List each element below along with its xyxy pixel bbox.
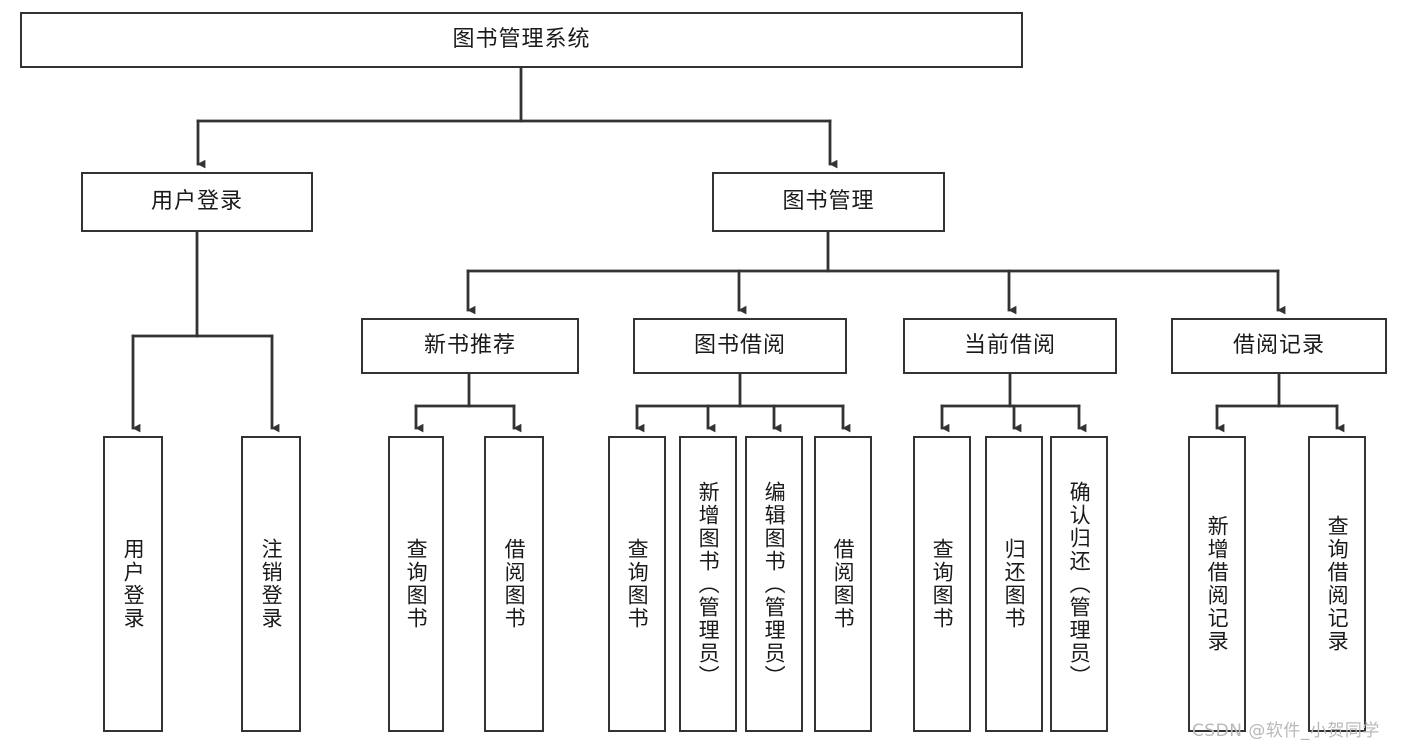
node-label: 确认归还（管理员） — [1067, 480, 1092, 688]
node-label: 借阅记录 — [1232, 332, 1325, 358]
node-leaf-borrow-book-2[interactable]: 借阅图书 — [814, 436, 872, 732]
node-label: 图书借阅 — [693, 332, 786, 358]
node-new-book-recommend[interactable]: 新书推荐 — [361, 318, 579, 374]
node-label: 借阅图书 — [831, 538, 856, 630]
node-label: 用户登录 — [121, 538, 146, 630]
node-book-management-system[interactable]: 图书管理系统 — [20, 12, 1023, 68]
node-leaf-query-book-1[interactable]: 查询图书 — [388, 436, 444, 732]
node-label: 查询图书 — [404, 538, 429, 630]
node-current-borrow[interactable]: 当前借阅 — [903, 318, 1117, 374]
node-user-login[interactable]: 用户登录 — [81, 172, 313, 232]
node-label: 查询图书 — [625, 538, 650, 630]
node-label: 查询借阅记录 — [1325, 515, 1350, 653]
node-leaf-logout-login[interactable]: 注销登录 — [241, 436, 301, 732]
node-leaf-add-borrow-record[interactable]: 新增借阅记录 — [1188, 436, 1246, 732]
node-leaf-query-book-2[interactable]: 查询图书 — [608, 436, 666, 732]
node-label: 借阅图书 — [502, 538, 527, 630]
node-label: 归还图书 — [1002, 538, 1027, 630]
node-leaf-query-book-3[interactable]: 查询图书 — [913, 436, 971, 732]
node-leaf-add-book-admin[interactable]: 新增图书（管理员） — [679, 436, 737, 732]
node-label: 注销登录 — [259, 538, 284, 630]
node-label: 当前借阅 — [963, 332, 1056, 358]
csdn-watermark: CSDN @软件_小贺同学 — [1192, 721, 1380, 741]
node-leaf-confirm-return-admin[interactable]: 确认归还（管理员） — [1050, 436, 1108, 732]
node-label: 用户登录 — [150, 188, 243, 214]
node-leaf-return-book[interactable]: 归还图书 — [985, 436, 1043, 732]
node-label: 新增借阅记录 — [1205, 515, 1230, 653]
node-borrow-record[interactable]: 借阅记录 — [1171, 318, 1387, 374]
node-label: 新增图书（管理员） — [696, 480, 721, 688]
node-book-management[interactable]: 图书管理 — [712, 172, 945, 232]
node-label: 查询图书 — [930, 538, 955, 630]
node-leaf-query-borrow-record[interactable]: 查询借阅记录 — [1308, 436, 1366, 732]
node-leaf-user-login[interactable]: 用户登录 — [103, 436, 163, 732]
node-leaf-edit-book-admin[interactable]: 编辑图书（管理员） — [745, 436, 803, 732]
node-label: 图书管理系统 — [452, 26, 591, 52]
node-book-borrow[interactable]: 图书借阅 — [633, 318, 847, 374]
node-label: 编辑图书（管理员） — [762, 480, 787, 688]
node-leaf-borrow-book-1[interactable]: 借阅图书 — [484, 436, 544, 732]
node-label: 图书管理 — [782, 188, 875, 214]
node-label: 新书推荐 — [423, 332, 516, 358]
